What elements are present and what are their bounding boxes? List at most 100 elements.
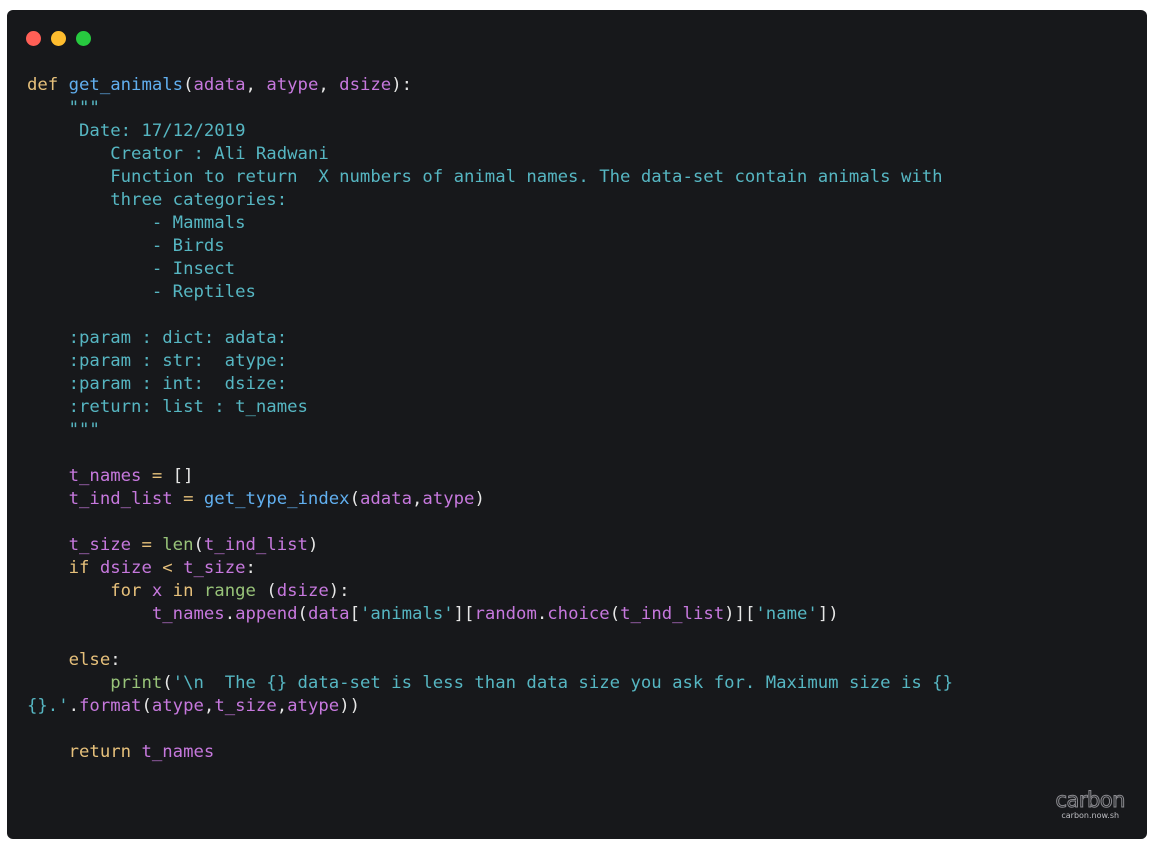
string-token: - Insect [27, 259, 236, 279]
string-token: '\n The {} data-set is less than data si… [172, 673, 953, 693]
code-line: t_names.append(data['animals'][random.ch… [27, 603, 953, 626]
operator-token: = [141, 535, 152, 555]
punctuation-token: ( [193, 535, 204, 555]
punctuation-token: , [276, 696, 288, 716]
punctuation-token [89, 558, 99, 578]
close-dot-icon[interactable] [26, 31, 41, 46]
punctuation-token: ( [297, 604, 308, 624]
variable-token: dsize [99, 558, 152, 578]
punctuation-token: . [224, 604, 236, 624]
variable-token: atype [422, 489, 475, 509]
code-line: :return: list : t_names [27, 396, 953, 419]
code-line: :param : int: dsize: [27, 373, 953, 396]
punctuation-token [173, 558, 183, 578]
keyword-token: return [68, 742, 132, 762]
code-window: def get_animals(adata, atype, dsize): ""… [7, 10, 1147, 839]
punctuation-token: ( [141, 696, 152, 716]
code-line [27, 718, 953, 741]
code-line: Date: 17/12/2019 [27, 120, 953, 143]
code-block[interactable]: def get_animals(adata, atype, dsize): ""… [27, 74, 953, 764]
punctuation-token [27, 604, 152, 624]
code-line: """ [27, 419, 953, 442]
string-token: """ [27, 98, 100, 118]
string-token: {}.' [27, 696, 69, 716]
variable-token: t_names [68, 466, 142, 486]
code-line: print('\n The {} data-set is less than d… [27, 672, 953, 695]
string-token: :param : int: dsize: [27, 374, 288, 394]
builtin-token: print [110, 673, 163, 693]
punctuation-token [141, 466, 151, 486]
punctuation-token: ]) [817, 604, 839, 624]
code-line: return t_names [27, 741, 953, 764]
code-line: t_names = [] [27, 465, 953, 488]
keyword-token: else [68, 650, 111, 670]
punctuation-token: ): [391, 75, 413, 95]
variable-token: t_names [151, 604, 225, 624]
variable-token: format [79, 696, 142, 716]
variable-token: atype [151, 696, 204, 716]
punctuation-token: ( [183, 75, 194, 95]
code-line: :param : str: atype: [27, 350, 953, 373]
punctuation-token: ( [162, 673, 173, 693]
punctuation-token [131, 742, 141, 762]
keyword-token: in [172, 581, 194, 601]
punctuation-token [152, 558, 162, 578]
punctuation-token: , [318, 75, 340, 95]
code-line: - Mammals [27, 212, 953, 235]
builtin-token: len [162, 535, 194, 555]
code-line: if dsize < t_size: [27, 557, 953, 580]
keyword-token: def [27, 75, 59, 95]
punctuation-token [193, 489, 203, 509]
variable-token: append [235, 604, 298, 624]
code-line [27, 442, 953, 465]
punctuation-token: ( [349, 489, 360, 509]
code-line: three categories: [27, 189, 953, 212]
punctuation-token [131, 535, 141, 555]
variable-token: t_ind_list [203, 535, 308, 555]
variable-token: t_ind_list [68, 489, 173, 509]
carbon-logo: carbon [1055, 788, 1126, 812]
string-token: 'animals' [359, 604, 454, 624]
code-line: t_ind_list = get_type_index(adata,atype) [27, 488, 953, 511]
code-line [27, 511, 953, 534]
string-token: :return: list : t_names [27, 397, 308, 417]
operator-token: = [151, 466, 163, 486]
variable-token: data [307, 604, 350, 624]
punctuation-token: ][ [453, 604, 475, 624]
punctuation-token: )][ [724, 604, 756, 624]
punctuation-token: , [412, 489, 423, 509]
punctuation-token: [] [162, 466, 194, 486]
code-line: :param : dict: adata: [27, 327, 953, 350]
punctuation-token: ) [474, 489, 485, 509]
code-line: - Reptiles [27, 281, 953, 304]
variable-token: adata [359, 489, 412, 509]
carbon-url: carbon.now.sh [1061, 811, 1120, 820]
keyword-token: for [110, 581, 142, 601]
code-line: for x in range (dsize): [27, 580, 953, 603]
variable-token: atype [266, 75, 319, 95]
variable-token: t_ind_list [620, 604, 725, 624]
punctuation-token [27, 466, 69, 486]
punctuation-token: [ [349, 604, 360, 624]
code-line: Function to return X numbers of animal n… [27, 166, 953, 189]
minimize-dot-icon[interactable] [51, 31, 66, 46]
function-token: get_type_index [203, 489, 350, 509]
string-token: Date: 17/12/2019 [27, 121, 246, 141]
string-token: 'name' [755, 604, 818, 624]
punctuation-token: ( [255, 581, 277, 601]
punctuation-token [27, 673, 110, 693]
string-token: three categories: [27, 190, 288, 210]
maximize-dot-icon[interactable] [76, 31, 91, 46]
string-token: :param : dict: adata: [27, 328, 288, 348]
punctuation-token [27, 558, 69, 578]
punctuation-token [193, 581, 203, 601]
string-token: - Birds [27, 236, 225, 256]
code-line: """ [27, 97, 953, 120]
variable-token: dsize [276, 581, 329, 601]
string-token: :param : str: atype: [27, 351, 288, 371]
variable-token: atype [287, 696, 340, 716]
punctuation-token [27, 535, 69, 555]
punctuation-token [27, 742, 69, 762]
carbon-watermark: carbon carbon.now.sh [1055, 788, 1126, 821]
string-token: - Reptiles [27, 282, 256, 302]
